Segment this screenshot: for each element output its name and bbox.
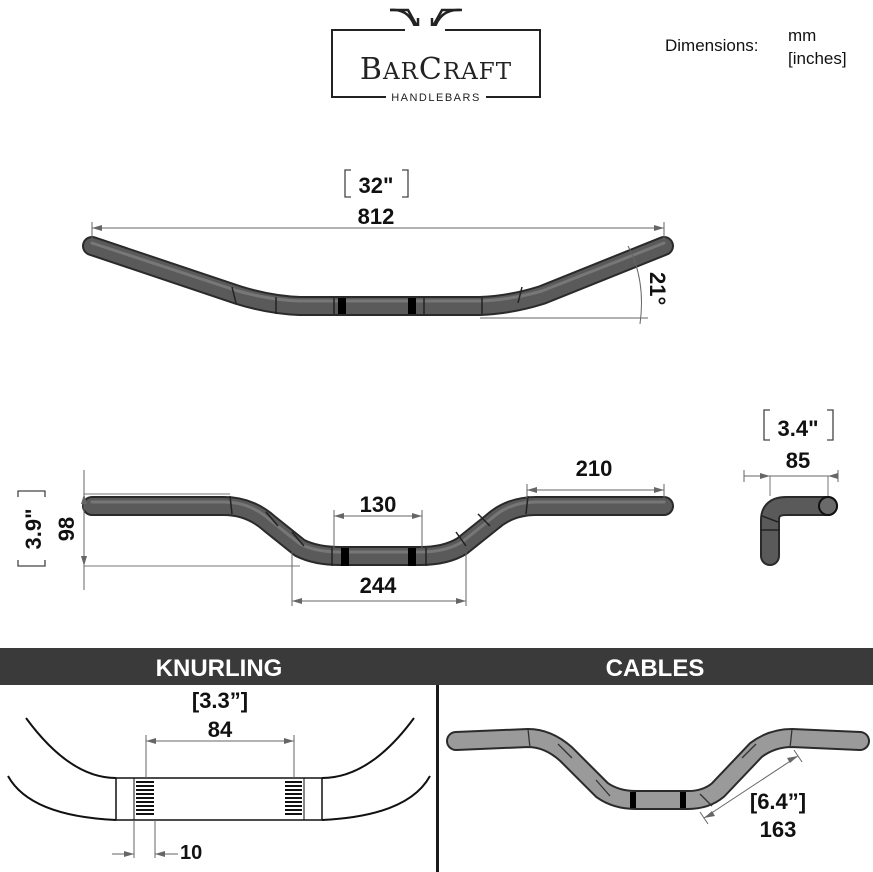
front-end-length: 210 [576, 456, 613, 481]
front-center-width: 130 [360, 492, 397, 517]
logo-tagline: HANDLEBARS [391, 92, 481, 104]
cables-length-mm: 163 [760, 817, 797, 842]
side-pullback-inches: 3.4" [777, 416, 818, 441]
knurling-detail: [3.3”] 84 10 [7, 688, 431, 864]
front-view-knurl-right [408, 548, 416, 566]
logo-wordmark: BARCRAFT [360, 52, 512, 87]
knurling-spacing-inches: [3.3”] [192, 688, 248, 713]
dimensions-legend: Dimensions: mm [inches] [665, 26, 847, 68]
section-band [0, 648, 873, 685]
cables-knurl-right [680, 792, 686, 808]
barcraft-logo: BARCRAFT HANDLEBARS [331, 8, 541, 104]
front-view-knurl-left [341, 548, 349, 566]
top-view-knurl-left [338, 298, 346, 314]
top-angle: 21° [645, 272, 670, 305]
legend-unit-mm: mm [788, 26, 816, 45]
knurl-width-mm: 10 [180, 842, 202, 864]
knurl-pattern-right [285, 781, 302, 815]
legend-label: Dimensions: [665, 36, 759, 55]
side-pullback-mm: 85 [786, 448, 810, 473]
knurl-pattern-left [136, 781, 154, 815]
section-divider [436, 685, 439, 872]
top-view-knurl-right [408, 298, 416, 314]
cables-knurl-left [630, 792, 636, 808]
knurling-spacing-mm: 84 [208, 717, 233, 742]
top-width-mm: 812 [358, 204, 395, 229]
cables-length-inches: [6.4”] [750, 789, 806, 814]
front-view: 3.9" 98 130 244 210 [17, 456, 674, 606]
top-width-inches: 32" [359, 173, 394, 198]
knurling-title: KNURLING [156, 655, 283, 682]
side-view: 3.4" 85 [743, 409, 839, 566]
cables-detail: [6.4”] 163 [446, 727, 870, 842]
front-rise-inches: 3.9" [21, 508, 46, 549]
front-bottom-width: 244 [360, 573, 397, 598]
cables-title: CABLES [606, 655, 705, 682]
top-view: 32" 812 21° [82, 169, 674, 325]
front-rise-mm: 98 [54, 517, 79, 541]
legend-unit-inches: [inches] [788, 49, 847, 68]
